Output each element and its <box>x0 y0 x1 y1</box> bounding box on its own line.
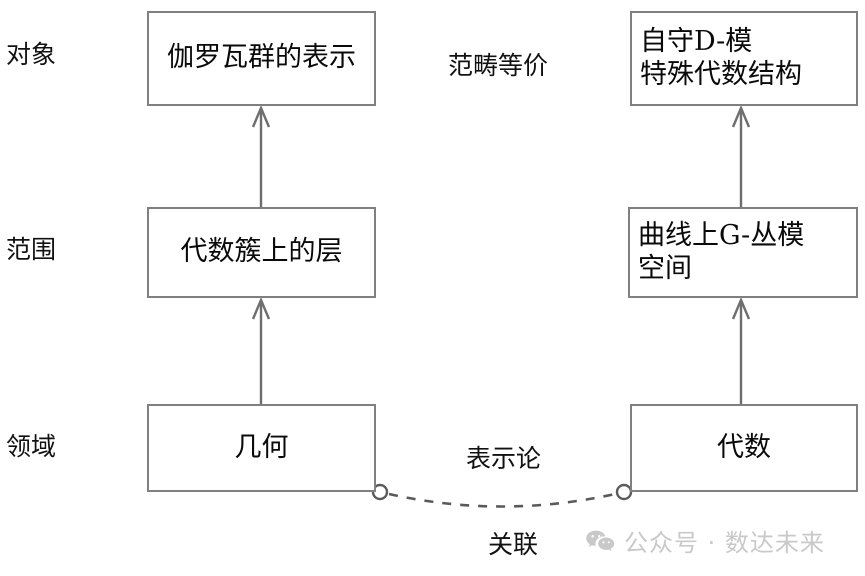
node-algebra[interactable]: 代数 <box>630 404 858 492</box>
row-label-objects: 对象 <box>6 40 57 69</box>
edge-label-representation-theory: 表示论 <box>466 444 542 473</box>
node-label: 几何 <box>234 431 289 463</box>
association-connector-layer <box>371 483 633 508</box>
connector-endpoint-right[interactable] <box>615 483 633 501</box>
node-label: 自守D-模 特殊代数结构 <box>640 25 802 90</box>
node-label: 曲线上G-丛模 空间 <box>638 219 805 284</box>
arrow-geometry-to-sheaves <box>251 296 271 404</box>
row-label-scope: 范围 <box>6 235 57 264</box>
edge-label-association: 关联 <box>488 530 539 559</box>
watermark: 公众号 · 数达未来 <box>585 529 825 557</box>
arrow-sheaves-to-galois <box>251 104 271 207</box>
arrow-algebra-to-bundles <box>731 296 751 404</box>
node-label: 代数簇上的层 <box>180 236 343 268</box>
node-label: 伽罗瓦群的表示 <box>167 42 356 74</box>
node-self-dual-d-module[interactable]: 自守D-模 特殊代数结构 <box>630 11 858 106</box>
row-label-domain: 领域 <box>6 432 57 461</box>
node-galois-rep[interactable]: 伽罗瓦群的表示 <box>147 11 376 106</box>
arrow-bundles-to-d-module <box>731 104 751 207</box>
node-g-bundle-moduli-space[interactable]: 曲线上G-丛模 空间 <box>628 207 858 298</box>
dashed-link-path <box>388 492 616 508</box>
node-geometry[interactable]: 几何 <box>147 404 376 492</box>
wechat-icon <box>585 529 615 557</box>
edge-label-category-equivalence: 范畴等价 <box>448 51 549 80</box>
node-label: 代数 <box>717 431 771 463</box>
node-sheaves-on-algebraic-stack[interactable]: 代数簇上的层 <box>147 207 376 298</box>
watermark-text: 公众号 · 数达未来 <box>624 529 825 557</box>
